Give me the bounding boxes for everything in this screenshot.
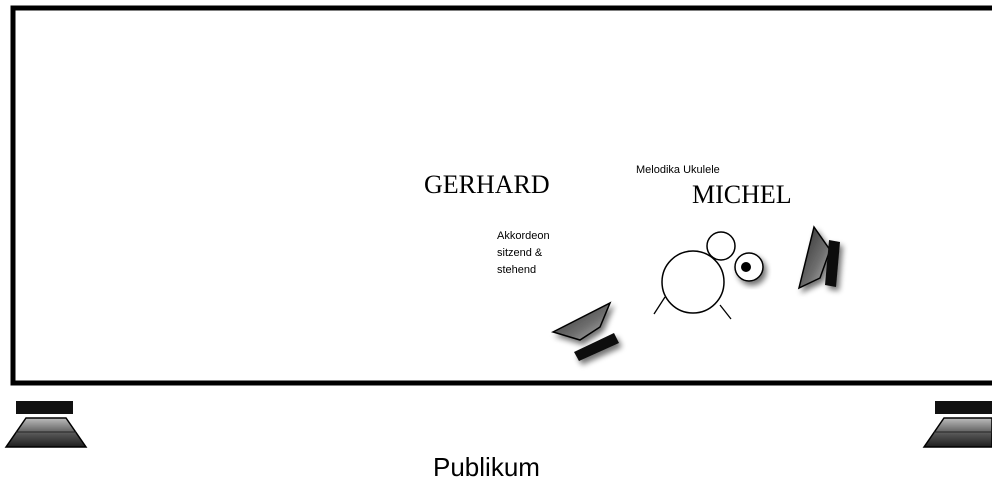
audience-label: Publikum (433, 452, 540, 482)
drum-kit-icon (653, 231, 764, 320)
stage-monitor-icon (550, 301, 619, 361)
pa-speaker-icon (4, 401, 88, 448)
gerhard-instrument-line-2: sitzend & (497, 247, 543, 259)
pa-speaker-icon (922, 401, 992, 448)
stage-monitor-icon (797, 225, 840, 290)
performer-name-gerhard: GERHARD (424, 170, 550, 199)
gerhard-instrument-line-3: stehend (497, 264, 537, 276)
michel-instruments-label: Melodika Ukulele (636, 164, 720, 176)
performer-name-michel: MICHEL (692, 180, 792, 209)
stage-outline (10, 5, 992, 386)
gerhard-instrument-line-1: Akkordeon (497, 230, 550, 242)
